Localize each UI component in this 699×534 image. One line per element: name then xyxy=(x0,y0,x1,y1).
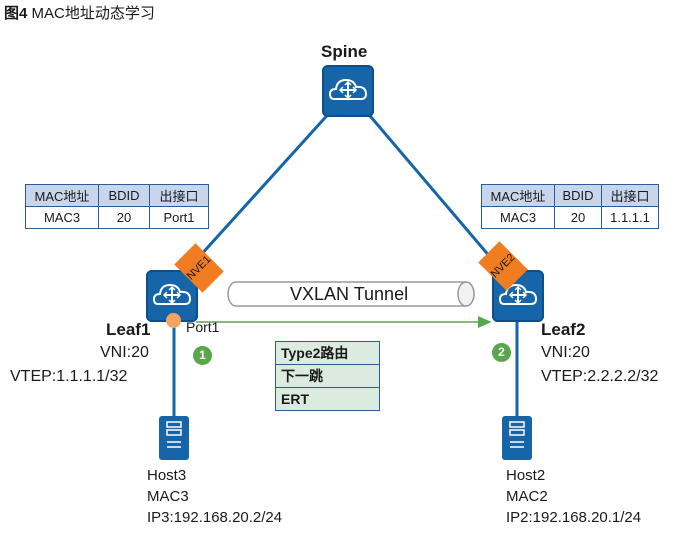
leaf2-mac-table: MAC地址 BDID 出接口 MAC3 20 1.1.1.1 xyxy=(481,184,659,229)
link-spine-leaf1 xyxy=(178,108,334,280)
host3-ip: IP3:192.168.20.2/24 xyxy=(147,509,283,526)
route-row: Type2路由 xyxy=(276,342,379,365)
leaf1-label: Leaf1 xyxy=(106,320,151,339)
step-1-badge: 1 xyxy=(193,346,212,365)
spine-device[interactable] xyxy=(322,65,374,117)
port1-marker xyxy=(166,313,181,328)
figure-title: 图4 MAC地址动态学习 xyxy=(4,2,155,23)
table-cell: 1.1.1.1 xyxy=(601,206,659,229)
figure-caption: MAC地址动态学习 xyxy=(31,5,155,22)
leaf2-label: Leaf2 xyxy=(541,320,586,339)
vxlan-tunnel xyxy=(227,281,475,307)
type2-route-table: Type2路由 下一跳 ERT xyxy=(275,341,380,411)
table-cell: Port1 xyxy=(149,206,209,229)
table-header: BDID xyxy=(98,184,150,207)
router-icon xyxy=(328,78,368,100)
host2-mac: MAC2 xyxy=(506,488,548,505)
table-cell: MAC3 xyxy=(25,206,99,229)
table-header: MAC地址 xyxy=(25,184,99,207)
host2-device[interactable] xyxy=(502,416,532,460)
leaf1-mac-table: MAC地址 BDID 出接口 MAC3 20 Port1 xyxy=(25,184,209,229)
table-header: MAC地址 xyxy=(481,184,555,207)
nve2-label: NVE2 xyxy=(488,251,518,281)
server-icon xyxy=(509,421,525,448)
table-cell: 20 xyxy=(554,206,602,229)
host2-name: Host2 xyxy=(506,467,546,484)
step-2-badge: 2 xyxy=(492,343,511,362)
figure-number: 图4 xyxy=(4,5,28,22)
table-header: BDID xyxy=(554,184,602,207)
table-header: 出接口 xyxy=(601,184,659,207)
route-row: ERT xyxy=(276,388,379,410)
table-cell: MAC3 xyxy=(481,206,555,229)
leaf2-vtep: VTEP:2.2.2.2/32 xyxy=(541,368,659,385)
leaf1-vtep: VTEP:1.1.1.1/32 xyxy=(10,368,128,385)
link-spine-leaf2 xyxy=(363,109,510,279)
table-header: 出接口 xyxy=(149,184,209,207)
tunnel-label: VXLAN Tunnel xyxy=(290,284,409,304)
host3-mac: MAC3 xyxy=(147,488,189,505)
nve1-label: NVE1 xyxy=(184,253,214,283)
leaf1-port-label: Port1 xyxy=(186,319,220,335)
host2-ip: IP2:192.168.20.1/24 xyxy=(506,509,642,526)
table-cell: 20 xyxy=(98,206,150,229)
router-icon xyxy=(152,283,192,305)
leaf2-vni: VNI:20 xyxy=(541,344,590,361)
route-row: 下一跳 xyxy=(276,365,379,388)
host3-device[interactable] xyxy=(159,416,189,460)
spine-label: Spine xyxy=(321,42,368,61)
server-icon xyxy=(166,421,182,448)
leaf1-vni: VNI:20 xyxy=(100,344,149,361)
host3-name: Host3 xyxy=(147,467,187,484)
router-icon xyxy=(498,283,538,305)
